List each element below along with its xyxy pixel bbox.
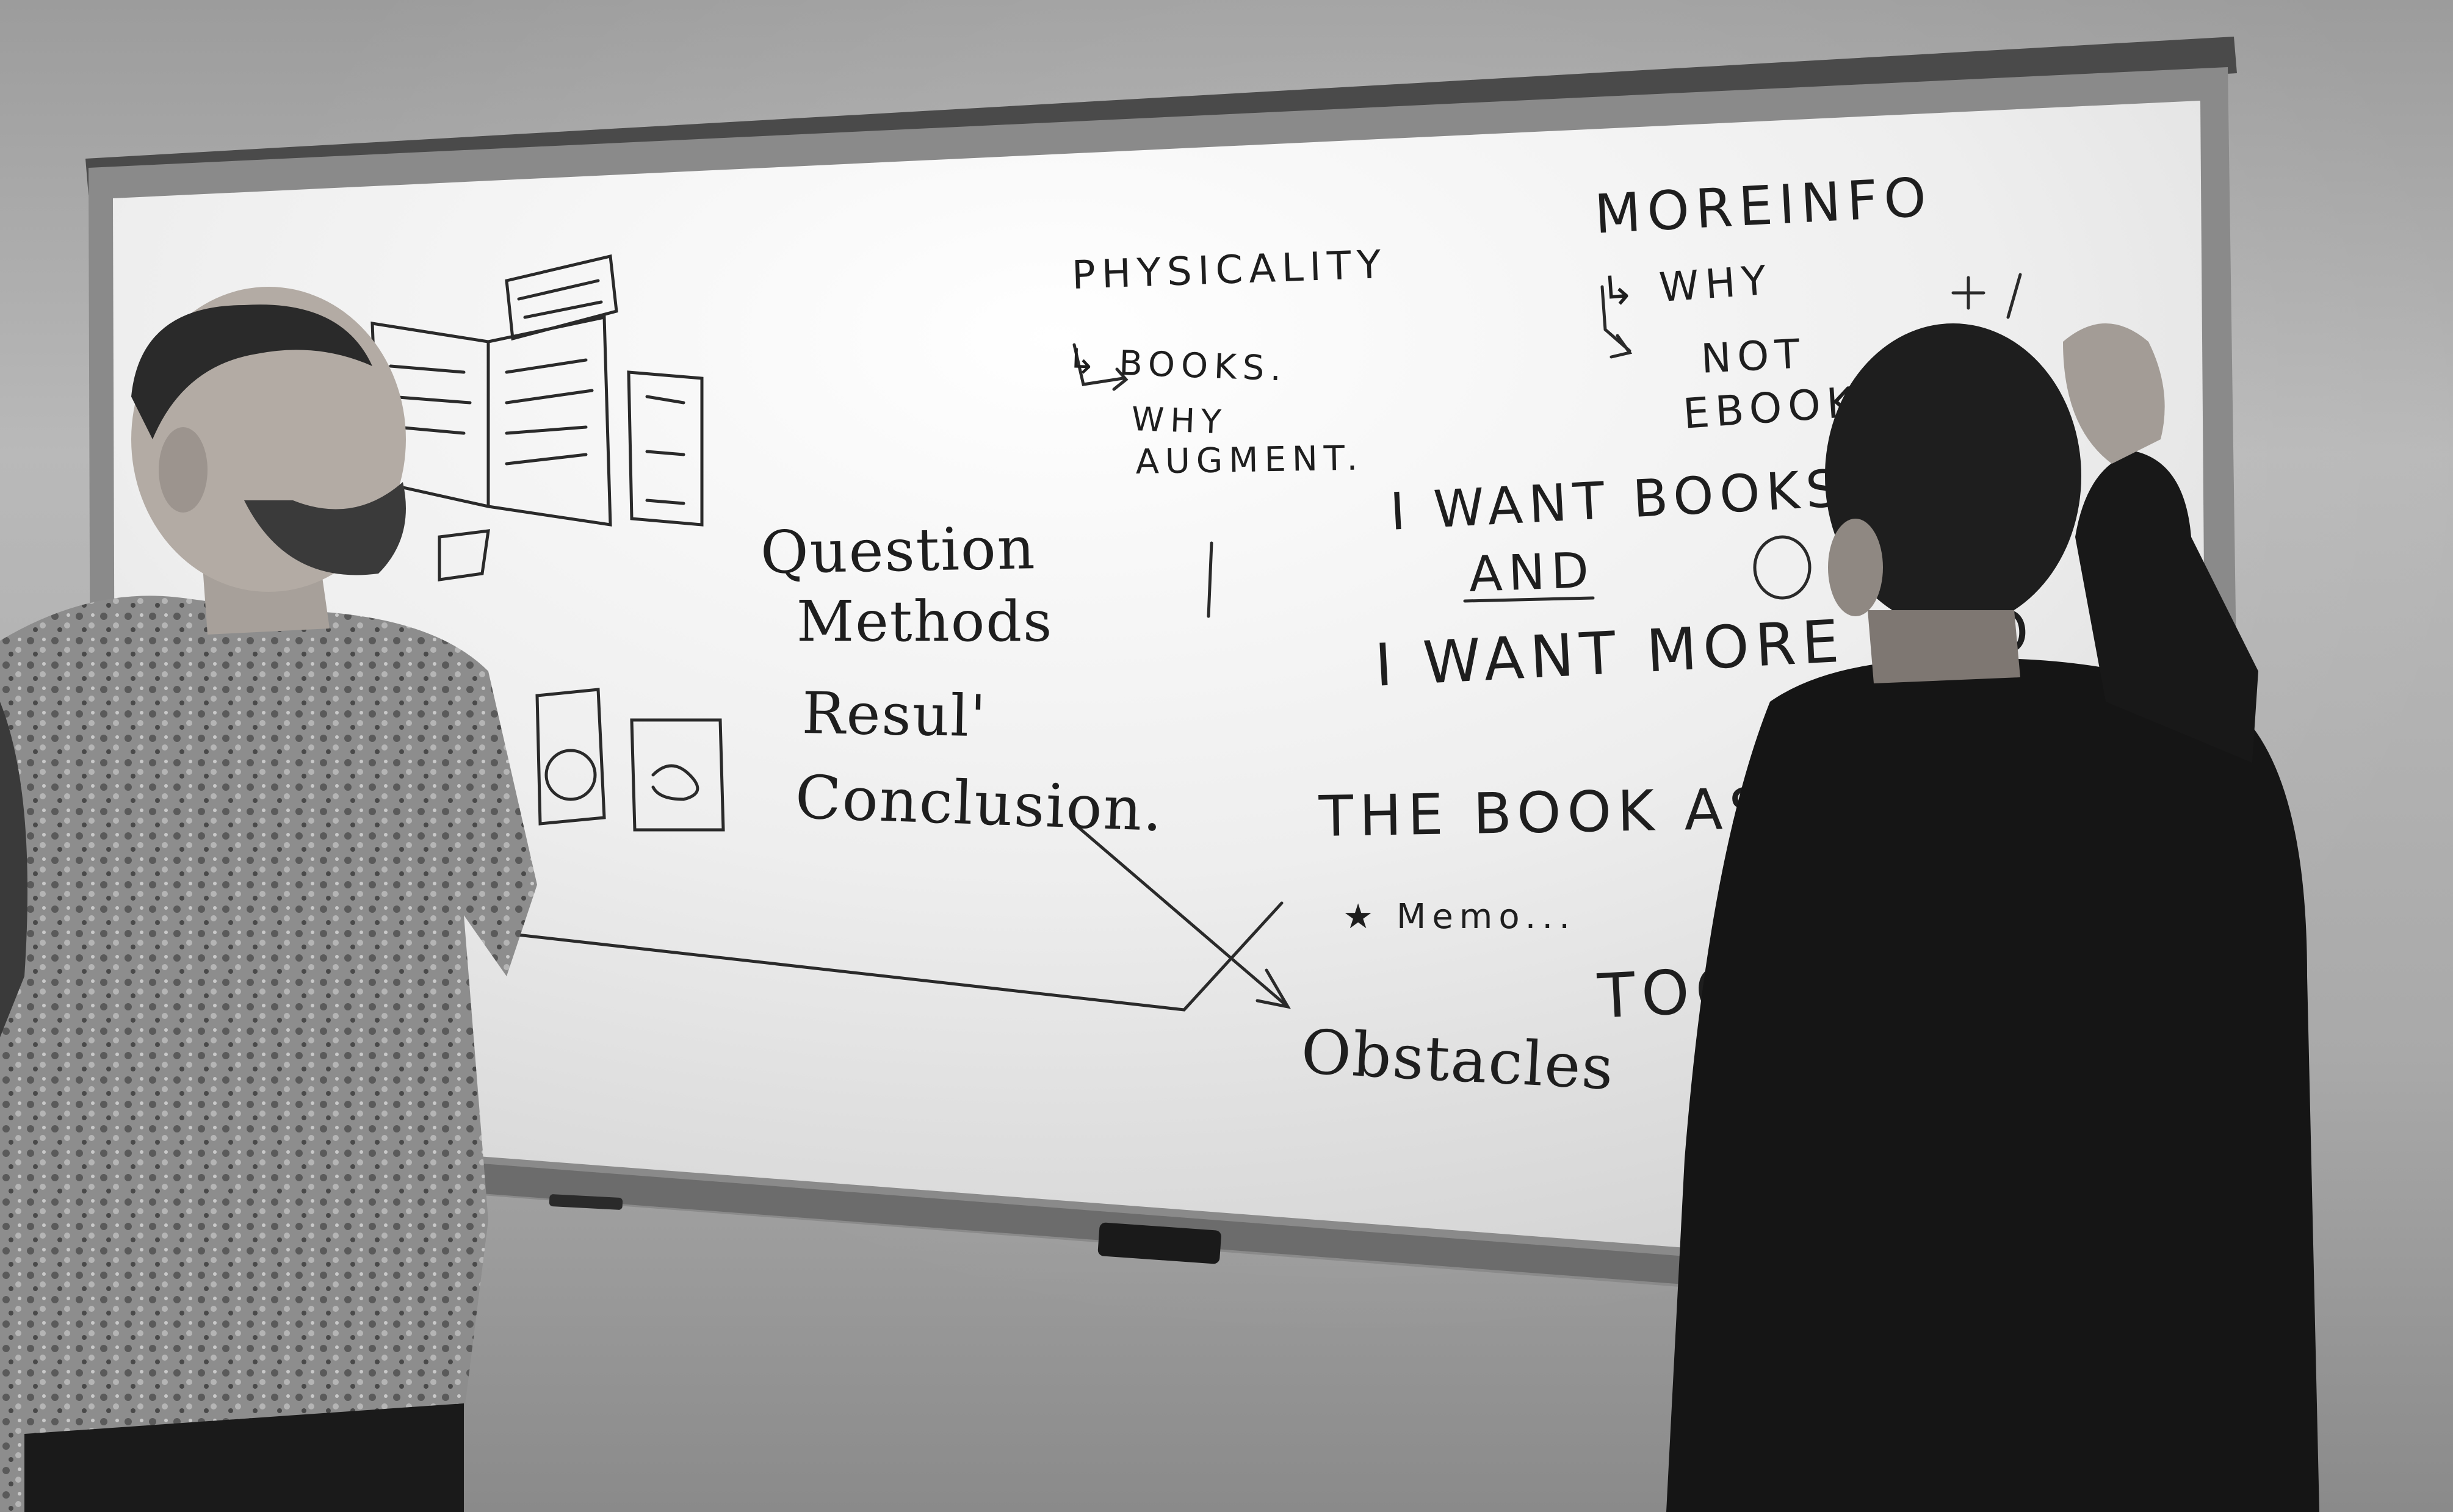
plus-sign xyxy=(1951,276,1985,310)
eraser xyxy=(1097,1222,1221,1264)
slash-mark xyxy=(2006,273,2022,319)
connector-line xyxy=(505,901,1284,1012)
thumbnail-sketch-1 xyxy=(535,688,606,826)
whiteboard-surface xyxy=(113,101,2209,1287)
thumbnail-sketch-2 xyxy=(630,718,725,832)
note-card-sketch-top xyxy=(505,254,618,341)
arrow-to-obstacles xyxy=(1072,822,1291,1009)
card-sketch-bottom xyxy=(438,529,490,581)
structure-methods: Methods xyxy=(797,589,1053,654)
note-card-sketch-right xyxy=(627,370,704,527)
marker-pen xyxy=(549,1194,623,1210)
memory-bullet: ★ Memo... xyxy=(1343,897,1577,937)
